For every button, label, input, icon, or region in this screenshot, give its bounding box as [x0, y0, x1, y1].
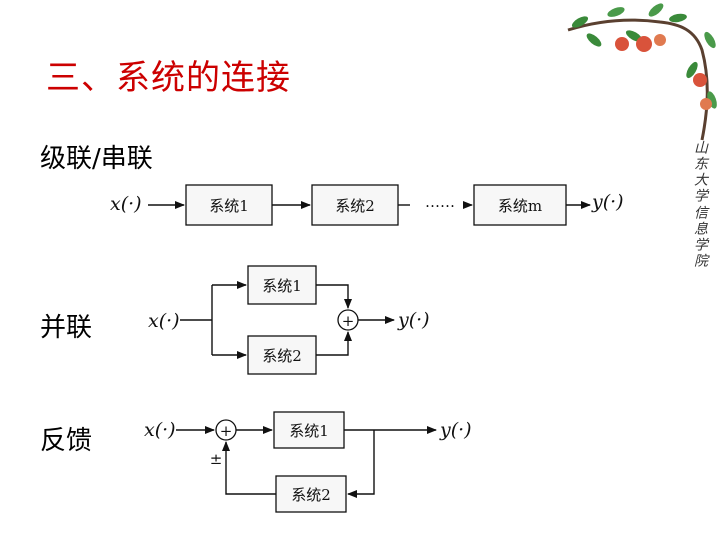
- apple-icon: [615, 34, 712, 110]
- parallel-system1-box: [247, 265, 317, 305]
- cascade-system2-box: [311, 184, 399, 226]
- parallel-output-label: y(·): [397, 309, 430, 331]
- cascade-label: 级联/串联: [40, 144, 153, 174]
- school-name-text: 山东大学: [692, 140, 708, 204]
- cascade-output-label: y(·): [591, 191, 624, 213]
- feedback-system2-label: 系统2: [291, 486, 331, 504]
- leaf-icon: [571, 3, 717, 109]
- feedback-sign-label: ±: [210, 450, 223, 468]
- department-name-text: 信息学院: [692, 205, 708, 269]
- branch-icon: [567, 18, 709, 141]
- cascade-systemm-label: 系统m: [498, 197, 542, 215]
- cascade-input-label: x(·): [110, 193, 142, 215]
- feedback-label: 反馈: [40, 426, 93, 456]
- parallel-adder-sign: +: [342, 312, 355, 330]
- parallel-system2-label: 系统2: [262, 347, 302, 365]
- feedback-output-label: y(·): [439, 419, 472, 441]
- feedback-diagram: x(·) + ± 系统1 y(·) 系统2: [144, 411, 472, 513]
- cascade-system2-label: 系统2: [335, 197, 375, 215]
- slide-title: 三、系统的连接: [46, 58, 291, 98]
- parallel-system1-label: 系统1: [262, 277, 302, 295]
- feedback-system1-box: [273, 411, 345, 449]
- cascade-ellipsis: ……: [425, 193, 455, 211]
- feedback-system2-box: [275, 475, 347, 513]
- parallel-label: 并联: [40, 313, 93, 343]
- fruit-branch-decoration: [567, 3, 717, 141]
- parallel-system2-box: [247, 335, 317, 375]
- parallel-input-label: x(·): [148, 310, 180, 332]
- parallel-diagram: x(·) 系统1 系统2 + y(·): [148, 265, 430, 375]
- feedback-input-label: x(·): [144, 419, 176, 441]
- feedback-adder-sign: +: [220, 422, 233, 440]
- cascade-diagram: x(·) 系统1 系统2 …… 系统m y(·): [110, 184, 624, 226]
- cascade-system1-label: 系统1: [209, 197, 249, 215]
- feedback-system1-label: 系统1: [289, 422, 329, 440]
